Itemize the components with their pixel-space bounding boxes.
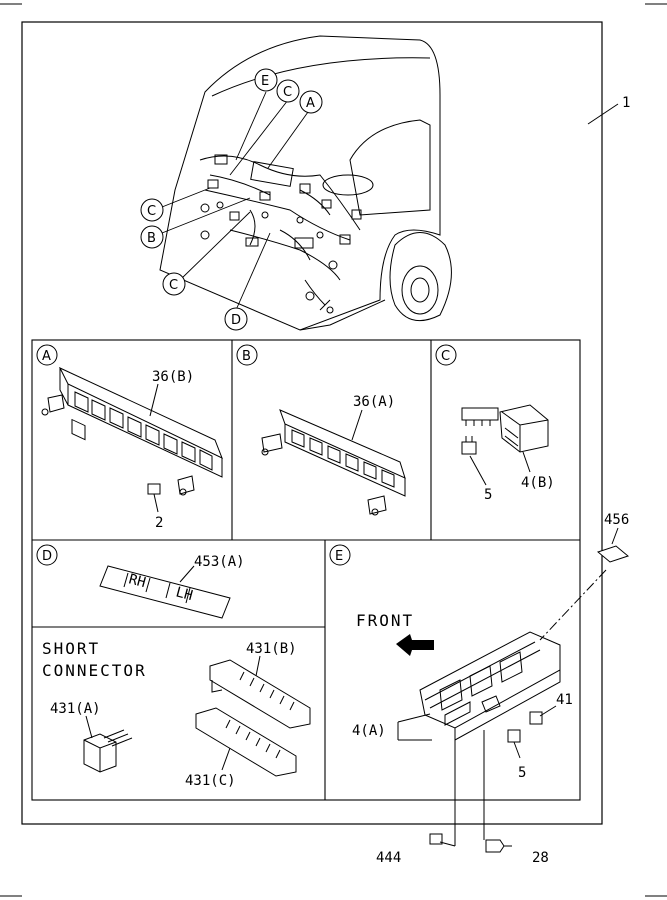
leader-431B [255,655,261,677]
leader-2 [153,493,159,513]
callout-C-low: C [162,272,186,296]
pad-456 [596,545,630,563]
detail-grid [31,339,581,801]
front-label: FRONT [356,611,414,630]
panel-E: E FRONT 4(A) 41 5 [329,544,573,781]
label-5-E: 5 [518,765,526,781]
cab-callouts: E C A C B C D [140,68,323,331]
svg-text:D: D [231,313,241,328]
label-36A: 36(A) [353,394,395,410]
callout-A-cab: A [299,90,323,114]
part-456: 456 [539,512,630,641]
label-41: 41 [556,692,573,708]
svg-text:B: B [147,231,156,246]
panel-short-connector: SHORT CONNECTOR 431(B) 431(A) 431(C) [42,639,311,789]
leader-5-C [469,455,487,486]
front-arrow-icon [396,634,434,656]
leader-431A [85,715,93,739]
label-28: 28 [532,850,549,866]
panel-A-tag: A [36,344,58,366]
label-444: 444 [376,850,401,866]
panel-C-tag: C [435,344,457,366]
leader-431C [221,747,231,771]
label-2: 2 [155,515,163,531]
svg-text:C: C [283,85,292,100]
panel-A: A 36(B) 2 [36,344,223,531]
label-453A: 453(A) [194,554,245,570]
svg-text:E: E [261,74,269,89]
cab-leaders [161,91,309,311]
callout-D-cab: D [224,307,248,331]
svg-text:D: D [42,549,52,564]
label-5-C: 5 [484,487,492,503]
panel-D: D RH LH 453(A) [36,544,245,619]
leader-41 [539,705,557,717]
short-connector-431A [83,729,133,773]
short-title-2: CONNECTOR [42,661,147,680]
connector-4B [461,404,549,455]
label-431C: 431(C) [185,773,236,789]
svg-text:A: A [42,349,51,364]
leader-36A [351,409,363,441]
callout-E-cab: E [254,68,278,92]
clip-444 [429,833,443,845]
leader-4A-upper [397,713,431,723]
crop-marks [0,3,667,897]
panel-E-tag: E [329,544,351,566]
part-444: 444 [376,740,456,866]
relay-box-36B [41,366,223,496]
svg-text:A: A [306,96,315,111]
leader-4B [522,451,531,473]
svg-text:C: C [441,349,450,364]
svg-text:C: C [169,278,178,293]
short-connector-431B [209,659,311,729]
svg-text:E: E [335,549,343,564]
leader-456-dash [539,569,607,641]
panel-D-tag: D [36,544,58,566]
strip-lh: LH [174,584,194,604]
part-28: 28 [483,730,549,866]
label-431B: 431(B) [246,641,297,657]
callout-B-cab: B [140,225,164,249]
relay-box-36A [261,409,406,516]
callout-C-left: C [140,198,164,222]
label-36B: 36(B) [152,369,194,385]
strip-rh: RH [127,571,147,591]
leader-36B [149,383,159,417]
panel-B: B 36(A) [236,344,406,516]
svg-text:B: B [242,349,251,364]
panel-B-tag: B [236,344,258,366]
main-frame [21,21,603,825]
leader-1 [587,103,619,125]
label-456: 456 [604,512,629,528]
leader-453A [179,565,195,583]
label-4A: 4(A) [352,723,386,739]
screw-28 [485,839,505,853]
panel-C: C 5 4(B) [435,344,555,503]
svg-text:C: C [147,204,156,219]
callout-C-top: C [276,79,300,103]
label-4B: 4(B) [521,475,555,491]
leader-456 [611,527,619,545]
leader-5-E [513,741,521,759]
label-1: 1 [622,95,630,111]
label-431A: 431(A) [50,701,101,717]
junction-block-4A [419,631,561,743]
cab-illustration [159,35,452,331]
label-strip-453A [99,565,231,619]
short-connector-431C [195,707,297,777]
short-title-1: SHORT [42,639,100,658]
